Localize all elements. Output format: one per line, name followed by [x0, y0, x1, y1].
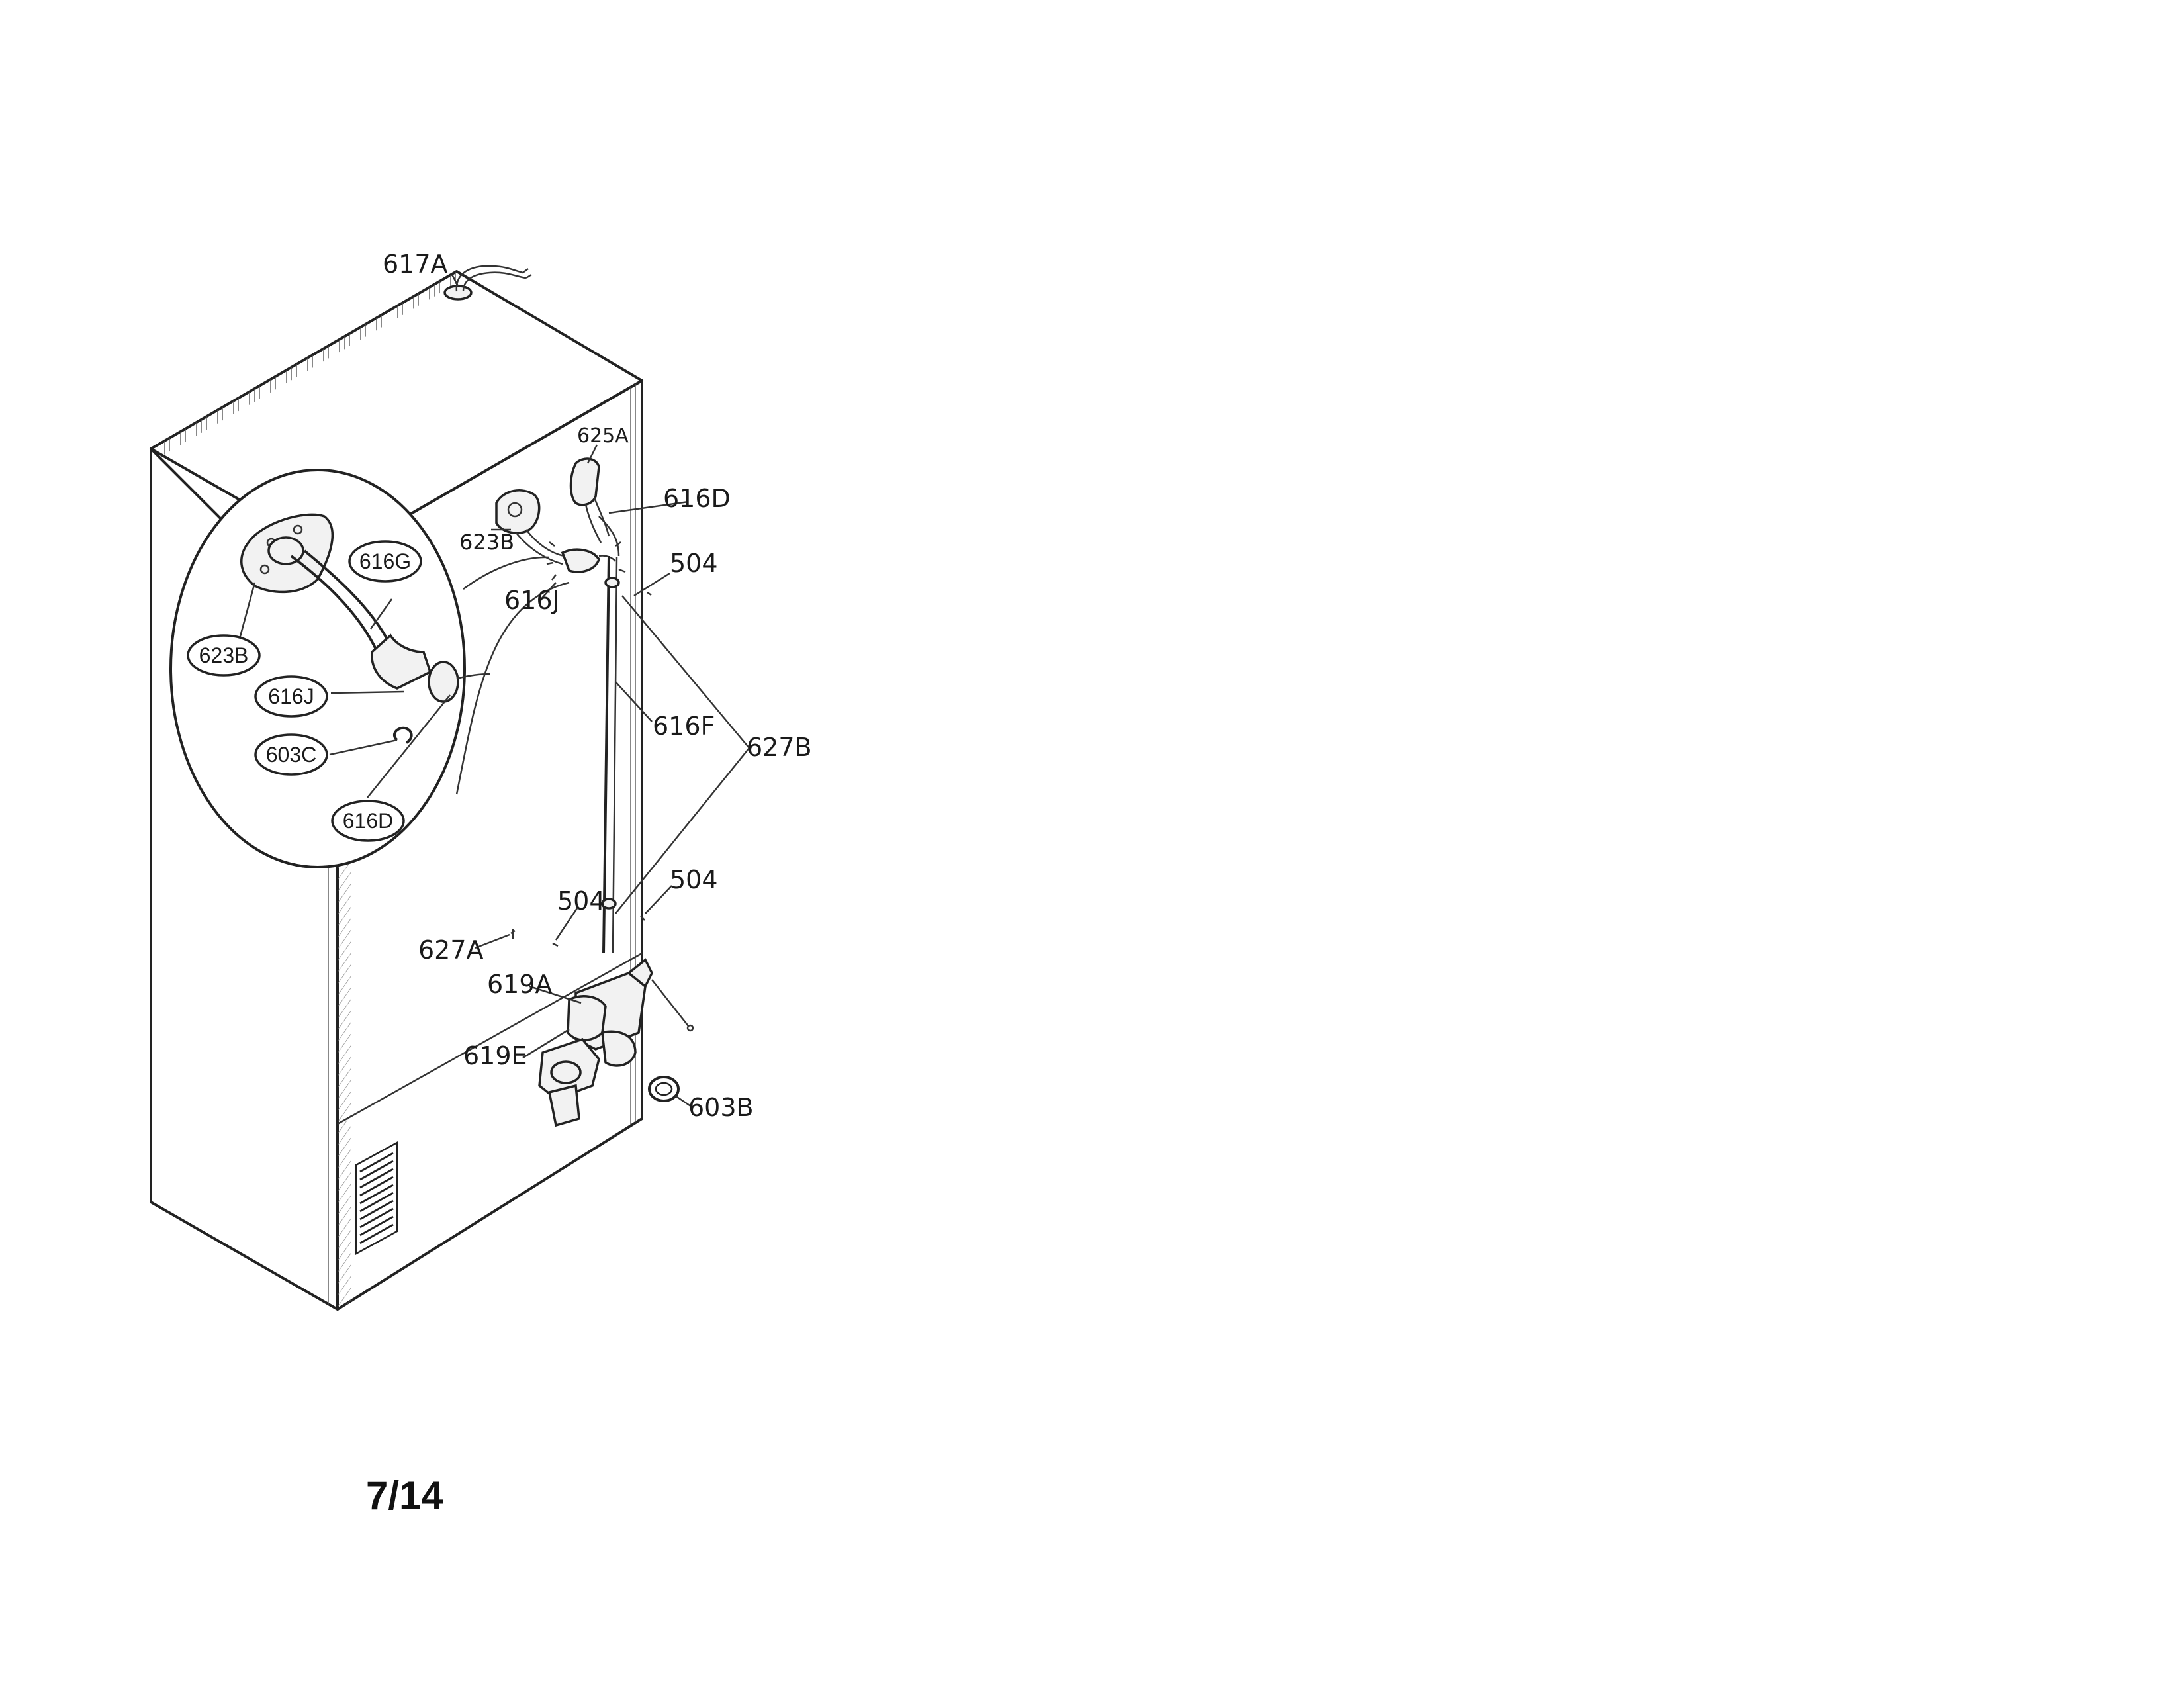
label-616D-inset: 616D [343, 809, 394, 833]
leader-lines [451, 274, 750, 1108]
callout-617A: 617A [383, 250, 448, 279]
callout-616F: 616F [653, 712, 715, 741]
label-616G: 616G [359, 549, 411, 573]
clamp-603B [648, 1076, 680, 1102]
water-line-assembly [495, 457, 694, 1127]
callout-627A: 627A [418, 935, 484, 964]
oval-616D: 616D [331, 800, 405, 842]
callout-504-left: 504 [557, 886, 606, 915]
label-603C: 603C [266, 743, 317, 767]
oval-616J: 616J [254, 675, 328, 718]
callout-619A: 619A [487, 970, 553, 999]
oval-616G: 616G [348, 540, 422, 583]
callout-623B: 623B [459, 530, 514, 555]
water-valve [538, 958, 694, 1127]
callout-504-top: 504 [670, 549, 718, 578]
callout-labels: 617A 625A 616D 623B 504 616J 616F 627B 5… [383, 250, 812, 1122]
oval-603C: 603C [254, 733, 328, 776]
oval-623B: 623B [187, 634, 261, 677]
callout-616D: 616D [663, 484, 731, 513]
callout-619E: 619E [463, 1041, 527, 1070]
screws-504 [510, 591, 652, 947]
water-inlet-617A [443, 265, 532, 301]
callout-625A: 625A [577, 424, 629, 447]
label-616J-inset: 616J [268, 684, 314, 708]
callout-603B: 603B [688, 1093, 754, 1122]
detail-inset: 616G 623B 616J 603C 616D [169, 469, 570, 868]
label-623B-inset: 623B [199, 643, 249, 667]
page-number: 7/14 [366, 1474, 443, 1518]
callout-616J: 616J [504, 586, 560, 615]
vent-grille [355, 1141, 398, 1256]
callout-504-right: 504 [670, 865, 718, 894]
callout-627B: 627B [747, 733, 812, 762]
